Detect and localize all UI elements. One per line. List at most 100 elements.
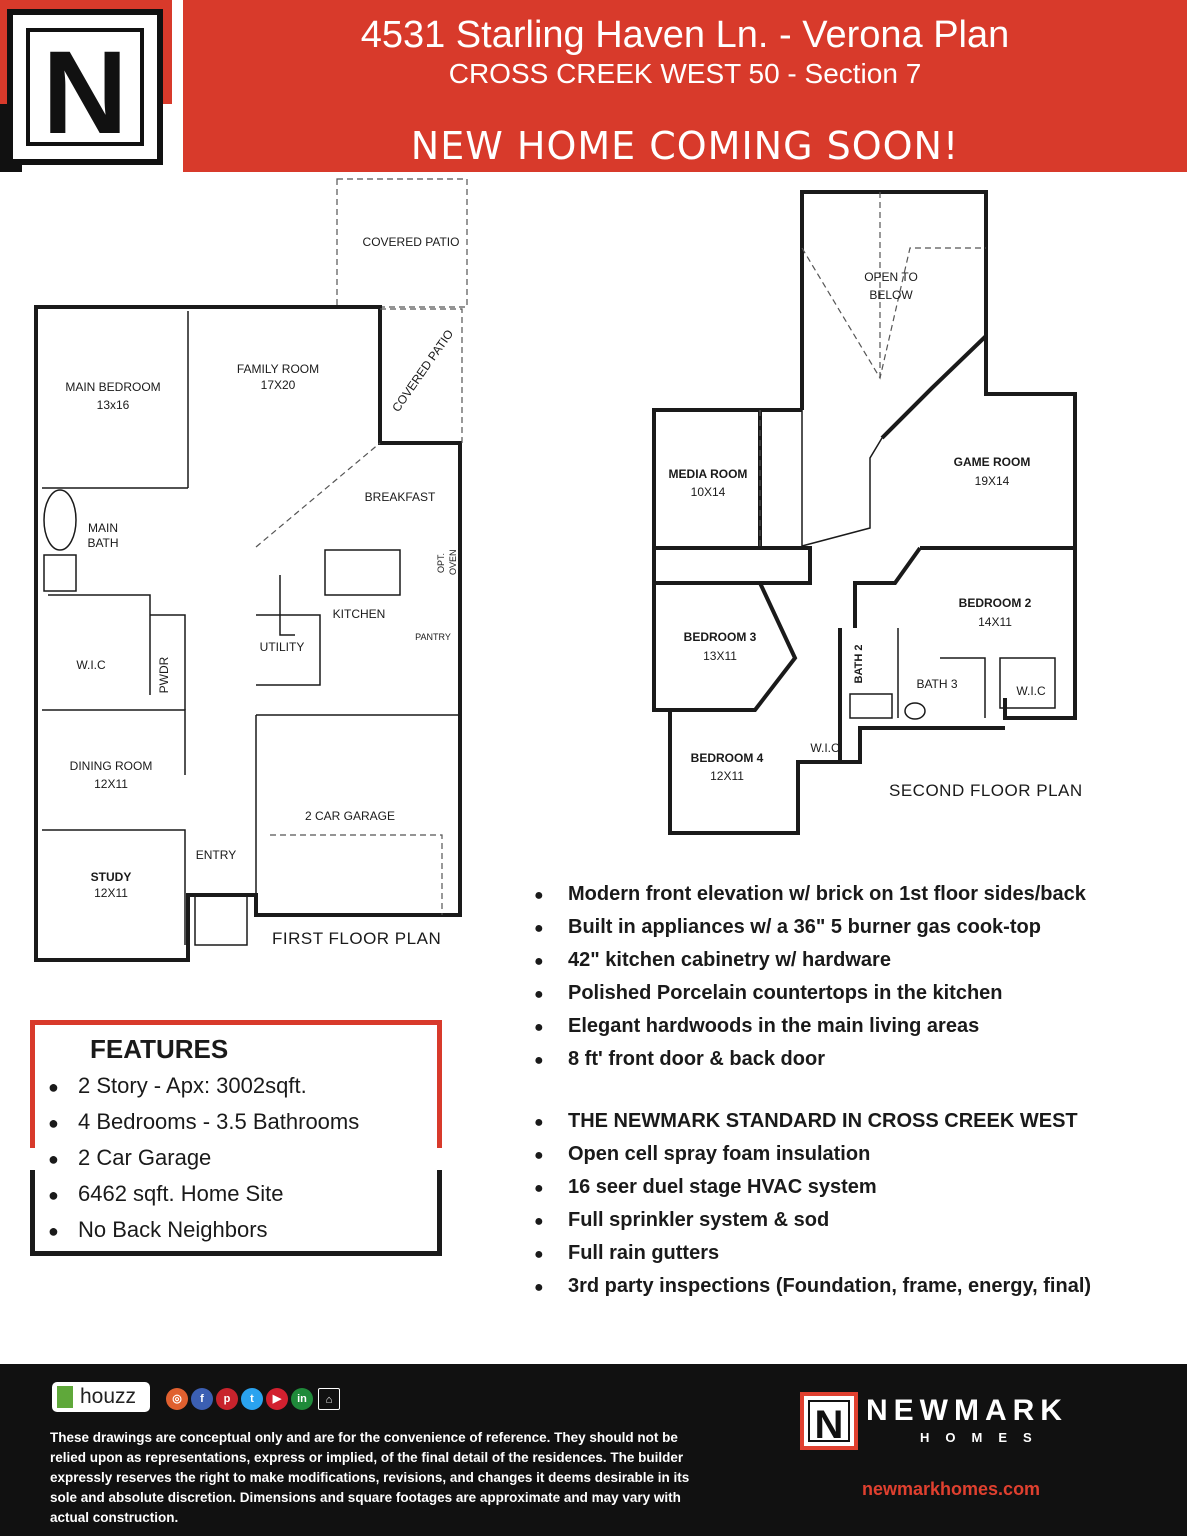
room-label: ENTRY [196,848,236,862]
list-item: ●Polished Porcelain countertops in the k… [534,977,1086,1010]
bullet-icon: ● [534,953,544,970]
svg-text:N: N [815,1403,844,1447]
room-label: MAIN [88,521,118,535]
list-item: ●Full rain gutters [534,1237,1091,1270]
room-size: 12X11 [710,769,744,783]
features-title: FEATURES [90,1034,229,1064]
room-label: BELOW [869,288,913,302]
disclaimer-text: These drawings are conceptual only and a… [50,1430,690,1525]
room-label: KITCHEN [333,607,386,621]
first-floor-plan: COVERED PATIO COVERED PATIO MAIN BEDROOM… [34,178,468,962]
equal-housing-icon: ⌂ [318,1388,340,1410]
room-label: COVERED PATIO [389,327,456,414]
list-item: ●No Back Neighbors [48,1212,359,1248]
room-size: 13x16 [97,398,130,412]
list-item: ●THE NEWMARK STANDARD IN CROSS CREEK WES… [534,1105,1091,1138]
room-label: UTILITY [260,640,305,654]
first-floor-caption: FIRST FLOOR PLAN [272,929,442,948]
bullet-icon: ● [534,1180,544,1197]
instagram-icon[interactable]: ◎ [166,1388,188,1410]
footer: houzz ◎ f p t ▶ in ⌂ These drawings are … [0,1364,1187,1536]
second-floor-caption: SECOND FLOOR PLAN [889,781,1083,800]
room-label: BREAKFAST [365,490,436,504]
page-subtitle: CROSS CREEK WEST 50 - Section 7 [448,58,922,89]
bullet-icon: ● [534,1114,544,1131]
room-label: W.I.C [1016,684,1046,698]
newmark-standard-list: ●THE NEWMARK STANDARD IN CROSS CREEK WES… [534,1105,1091,1303]
room-label: W.I.C [810,741,840,755]
website-link[interactable]: newmarkhomes.com [862,1479,1041,1499]
room-label: BEDROOM 2 [959,596,1032,610]
room-size: 10X14 [691,485,726,499]
room-label: BATH 2 [853,645,865,684]
room-size: 12X11 [94,777,128,791]
newmark-logo: N [0,0,177,172]
features-box-black-frame [30,1170,442,1256]
bullet-icon: ● [534,1019,544,1036]
newmark-footer-logo-icon: N [800,1392,858,1450]
list-item: ●4 Bedrooms - 3.5 Bathrooms [48,1104,359,1140]
list-item: ●8 ft' front door & back door [534,1043,1086,1076]
list-item: ●16 seer duel stage HVAC system [534,1171,1091,1204]
room-label: MAIN BEDROOM [65,380,160,394]
bullet-icon: ● [534,887,544,904]
list-item: ●2 Story - Apx: 3002sqft. [48,1068,359,1104]
list-item: ●Open cell spray foam insulation [534,1138,1091,1171]
facebook-icon[interactable]: f [191,1388,213,1410]
brand-name: NEWMARK [866,1394,1068,1427]
brand-subtitle: HOMES [920,1430,1048,1445]
bullet-icon: ● [48,1185,59,1205]
room-size: 17X20 [261,378,296,392]
pinterest-icon[interactable]: p [216,1388,238,1410]
bullet-icon: ● [534,1147,544,1164]
twitter-icon[interactable]: t [241,1388,263,1410]
room-label: BATH [87,536,118,550]
features-list: ●2 Story - Apx: 3002sqft. ●4 Bedrooms - … [48,1068,359,1248]
bullet-icon: ● [534,1213,544,1230]
list-item: ●Built in appliances w/ a 36" 5 burner g… [534,911,1086,944]
amenities-list: ●Modern front elevation w/ brick on 1st … [534,878,1086,1076]
list-item: ●42" kitchen cabinetry w/ hardware [534,944,1086,977]
room-label: PANTRY [415,632,451,642]
bullet-icon: ● [534,1246,544,1263]
room-label: PWDR [157,656,171,693]
bullet-icon: ● [48,1077,59,1097]
room-label: OPEN TO [864,270,918,284]
room-label: GAME ROOM [954,455,1031,469]
room-label: 2 CAR GARAGE [305,809,395,823]
room-label: DINING ROOM [70,759,153,773]
list-item: ●Full sprinkler system & sod [534,1204,1091,1237]
room-label: BATH 3 [916,677,957,691]
list-item: ●2 Car Garage [48,1140,359,1176]
bullet-icon: ● [48,1113,59,1133]
bullet-icon: ● [534,986,544,1003]
header-band: 4531 Starling Haven Ln. - Verona Plan CR… [183,0,1187,172]
room-size: 13X11 [703,649,737,663]
houzz-icon [57,1386,73,1408]
coming-soon-banner: NEW HOME COMING SOON! [410,124,960,168]
room-size: 14X11 [978,615,1012,629]
room-label: FAMILY ROOM [237,362,319,376]
bullet-icon: ● [48,1221,59,1241]
room-label: BEDROOM 3 [684,630,757,644]
list-item: ●6462 sqft. Home Site [48,1176,359,1212]
room-size: 19X14 [975,474,1010,488]
room-label: COVERED PATIO [363,235,460,249]
list-item: ●Elegant hardwoods in the main living ar… [534,1010,1086,1043]
list-item: ●3rd party inspections (Foundation, fram… [534,1270,1091,1303]
room-label: OPT. [436,553,446,573]
features-box: FEATURES ●2 Story - Apx: 3002sqft. ●4 Be… [30,1020,442,1256]
svg-text:N: N [42,27,127,159]
room-size: 12X11 [94,886,128,900]
youtube-icon[interactable]: ▶ [266,1388,288,1410]
bullet-icon: ● [534,1052,544,1069]
room-label: MEDIA ROOM [669,467,748,481]
room-label: STUDY [91,870,132,884]
second-floor-plan: OPEN TO BELOW MEDIA ROOM 10X14 GAME ROOM… [652,190,1077,835]
bullet-icon: ● [534,1279,544,1296]
list-item: ●Modern front elevation w/ brick on 1st … [534,878,1086,911]
houzz-badge[interactable]: houzz [52,1382,150,1412]
bullet-icon: ● [48,1149,59,1169]
linkedin-icon[interactable]: in [291,1388,313,1410]
room-label: BEDROOM 4 [691,751,764,765]
